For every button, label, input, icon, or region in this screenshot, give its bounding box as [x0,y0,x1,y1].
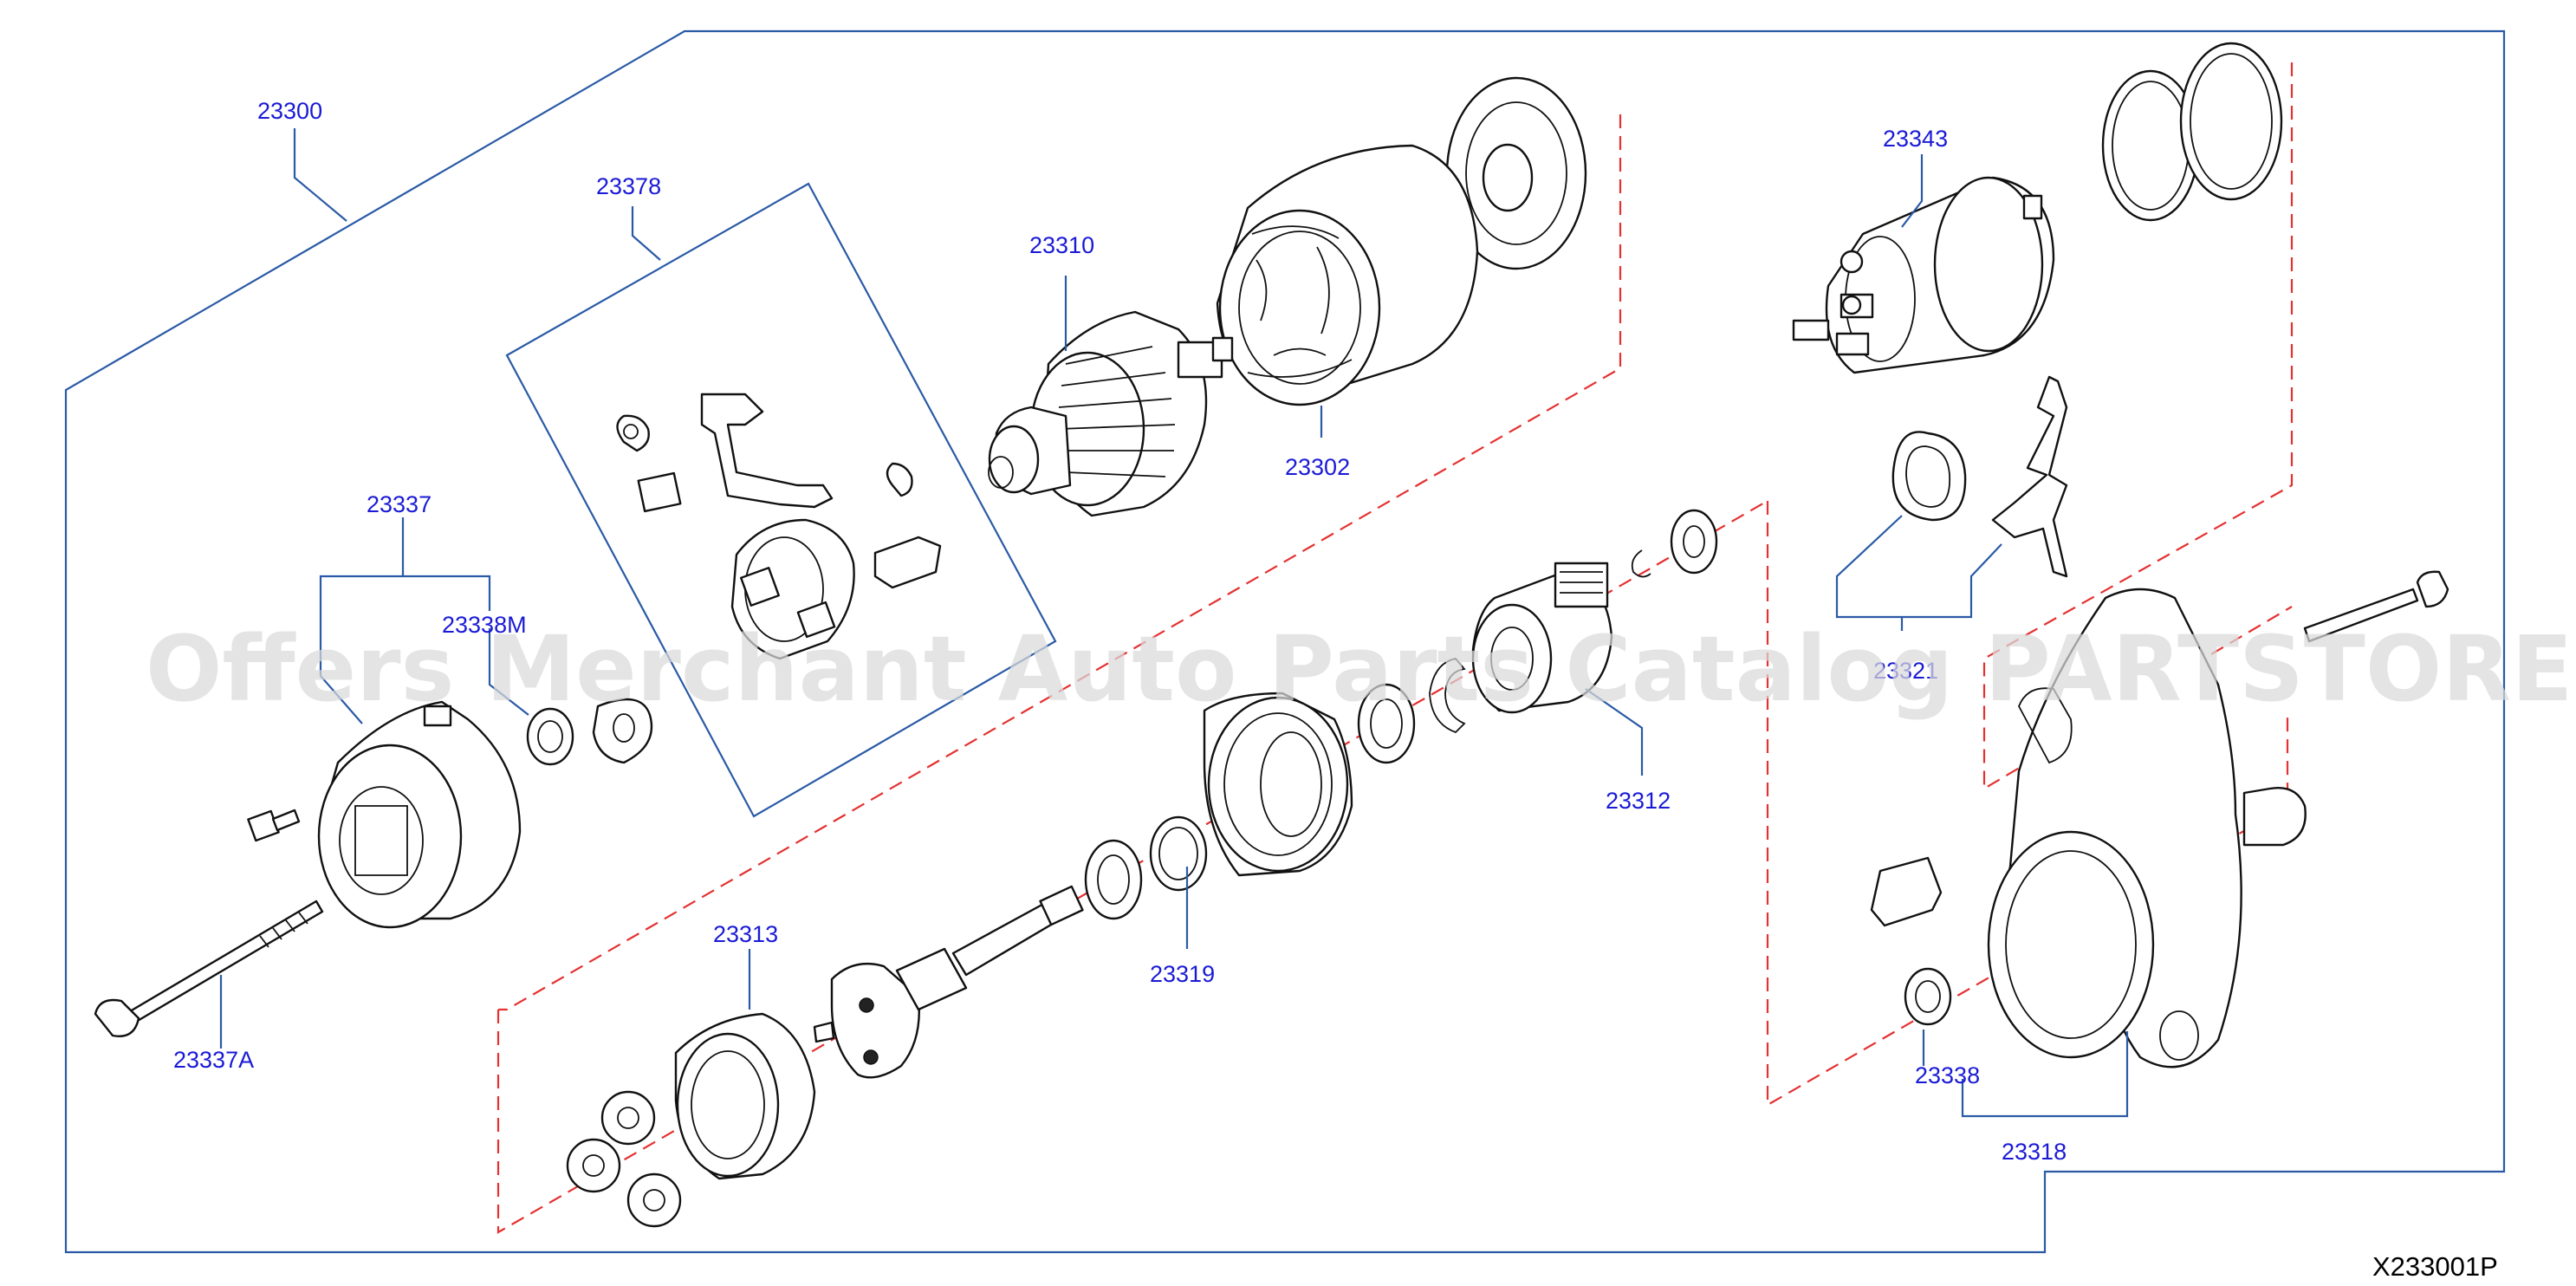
label-23337: 23337 [367,491,431,517]
brush-holder-group-box [505,182,1057,818]
assembly-boundary-outline [64,29,2506,1254]
shift-lever-and-clip [1891,375,2068,578]
shaft-washer-and-bearing [1084,815,1208,920]
internal-gear [674,1012,816,1180]
label-23312: 23312 [1606,788,1671,814]
label-23338: 23338 [1915,1062,1980,1088]
pinion-shaft-carrier [813,885,1084,1079]
gasket-rings [2101,42,2283,222]
dust-seal-and-bushing [1870,856,1952,1026]
diagram-code: X233001P [2372,1251,2498,1282]
stop-rings [1357,658,1466,764]
label-23300: 23300 [257,98,322,124]
watermark-text: Offers Merchant Auto Parts Catalog PARTS… [146,616,2576,722]
label-23319: 23319 [1150,961,1215,987]
brush-holder-parts [616,393,942,660]
armature [988,310,1234,517]
label-23338M: 23338M [442,612,527,638]
rear-end-plate [1445,76,1587,270]
front-bracket-housing [1987,588,2307,1068]
bearing-and-washer [526,698,653,766]
rear-cover [317,700,522,929]
pinion-washers [1631,509,1718,578]
armature-yoke-dashed-group [498,114,1622,1011]
gear-housing-cover [1203,692,1353,877]
label-233xx-partial: 23321 [1873,658,1938,684]
bracket-bolt [2303,570,2449,643]
label-23318: 23318 [2002,1139,2067,1165]
yoke-field-coil [1216,144,1479,406]
planet-gears [566,1090,682,1228]
through-bolt [94,900,324,1037]
leader-lines [219,128,2129,1118]
label-23310: 23310 [1029,232,1094,258]
label-23343: 23343 [1883,126,1948,152]
label-23302: 23302 [1285,454,1350,480]
solenoid-switch [1792,176,2055,374]
label-23337A: 23337A [173,1047,254,1073]
cover-screw [247,809,301,842]
pinion-clutch [1471,562,1613,714]
label-23378: 23378 [596,173,661,199]
label-23313: 23313 [713,921,778,947]
